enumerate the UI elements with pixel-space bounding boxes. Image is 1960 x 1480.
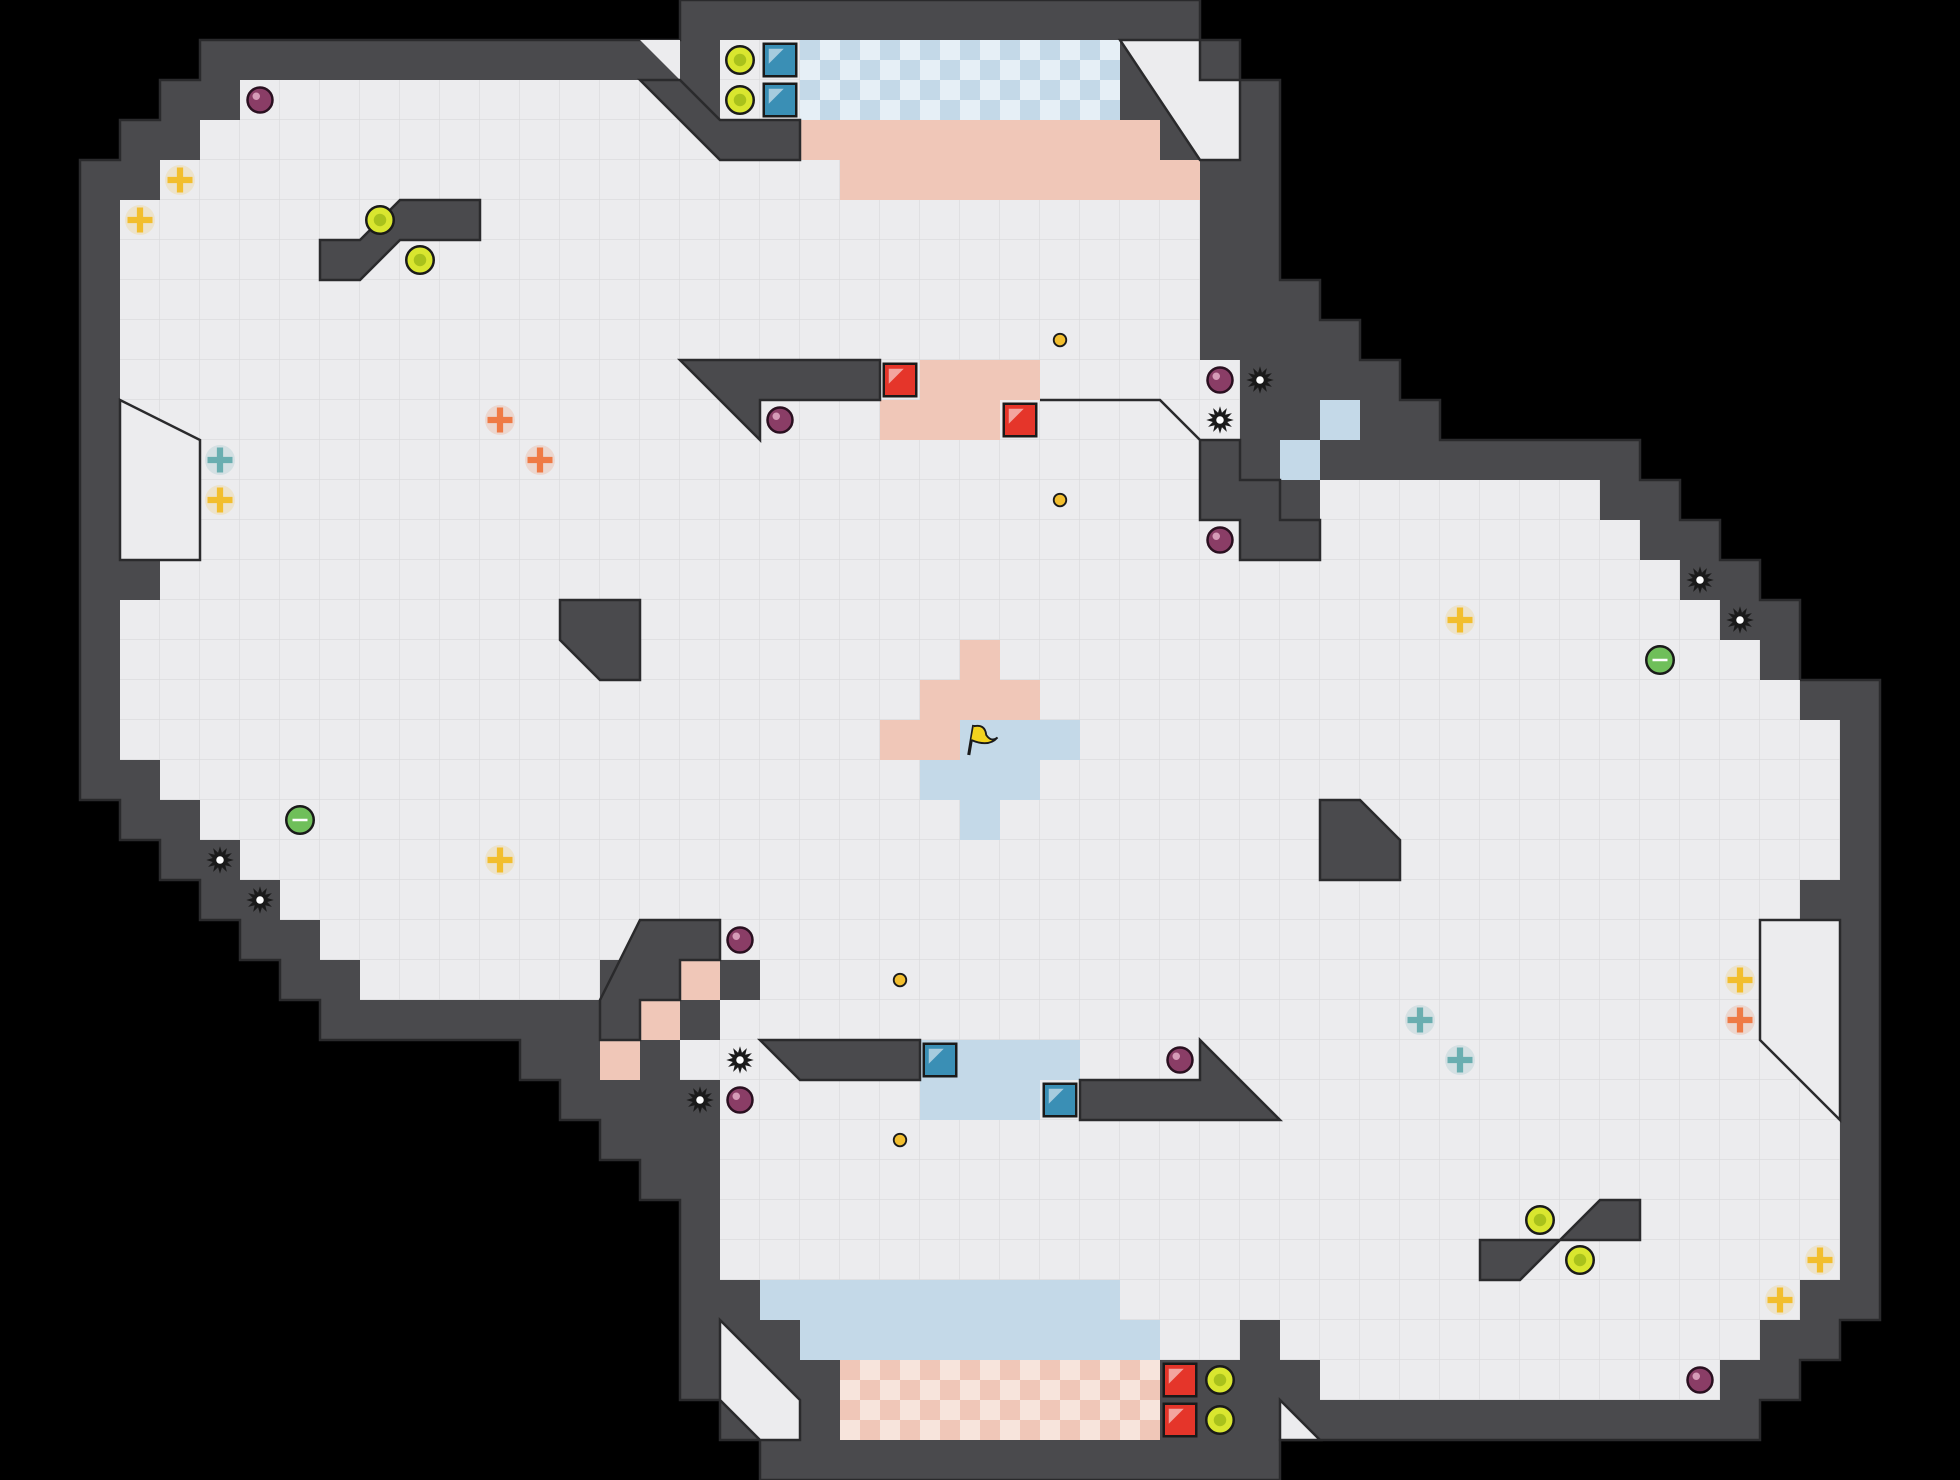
gates [762, 42, 1198, 1438]
bombs [246, 86, 1714, 1394]
spike-icon [686, 1086, 714, 1114]
red-gate-tile [1162, 1362, 1198, 1398]
orb-icon [1205, 1405, 1235, 1435]
boost-icon [205, 485, 235, 515]
orb-icon [405, 245, 435, 275]
spike-icon [726, 1046, 754, 1074]
map-items [125, 42, 1835, 1438]
bomb-icon [246, 86, 274, 114]
red-endzone [840, 1360, 1160, 1440]
orb-icon [1565, 1245, 1595, 1275]
blue-territory [120, 440, 1320, 1360]
boost-icon [1725, 1005, 1755, 1035]
bomb-icon [726, 926, 754, 954]
flag-icon [967, 724, 999, 756]
boosts [125, 165, 1835, 1315]
bomb-icon [766, 406, 794, 434]
spike-icon [246, 886, 274, 914]
bomb-icon [1686, 1366, 1714, 1394]
spike-icon [1726, 606, 1754, 634]
orb-icon [365, 205, 395, 235]
orb-icon [1205, 1365, 1235, 1395]
blue-gate-tile [762, 82, 798, 118]
boost-icon [1725, 965, 1755, 995]
boost-icon [1765, 1285, 1795, 1315]
red-gate-tile [1002, 402, 1038, 438]
blue-gate-tile [1042, 1082, 1078, 1118]
red-gate-tile [1162, 1402, 1198, 1438]
spike-icon [1206, 406, 1234, 434]
boost-icon [485, 405, 515, 435]
boost-icon [165, 165, 195, 195]
powerup-icon [1645, 645, 1675, 675]
orb-icon [725, 85, 755, 115]
spike-icon [1686, 566, 1714, 594]
boost-icon [525, 445, 555, 475]
powerup-icon [285, 805, 315, 835]
spikes [206, 366, 1754, 1114]
bomb-icon [726, 1086, 754, 1114]
blue-endzone [800, 40, 1120, 120]
orbs [365, 45, 1595, 1435]
pellet-icon [892, 972, 908, 988]
orb-icon [1525, 1205, 1555, 1235]
boost-icon [1805, 1245, 1835, 1275]
spike-icon [1246, 366, 1274, 394]
blue-gate-tile [922, 1042, 958, 1078]
bomb-icon [1166, 1046, 1194, 1074]
pellets [892, 332, 1068, 1148]
red-gate-tile [882, 362, 918, 398]
boost-icon [205, 445, 235, 475]
powerups [285, 645, 1675, 835]
interior-walls [118, 38, 1842, 1442]
boost-icon [1445, 1045, 1475, 1075]
orb-icon [725, 45, 755, 75]
boost-icon [1445, 605, 1475, 635]
pellet-icon [892, 1132, 908, 1148]
pellet-icon [1052, 492, 1068, 508]
boost-icon [1405, 1005, 1435, 1035]
spike-icon [206, 846, 234, 874]
boost-icon [125, 205, 155, 235]
boost-icon [485, 845, 515, 875]
pellet-icon [1052, 332, 1068, 348]
bomb-icon [1206, 526, 1234, 554]
blue-gate-tile [762, 42, 798, 78]
bomb-icon [1206, 366, 1234, 394]
